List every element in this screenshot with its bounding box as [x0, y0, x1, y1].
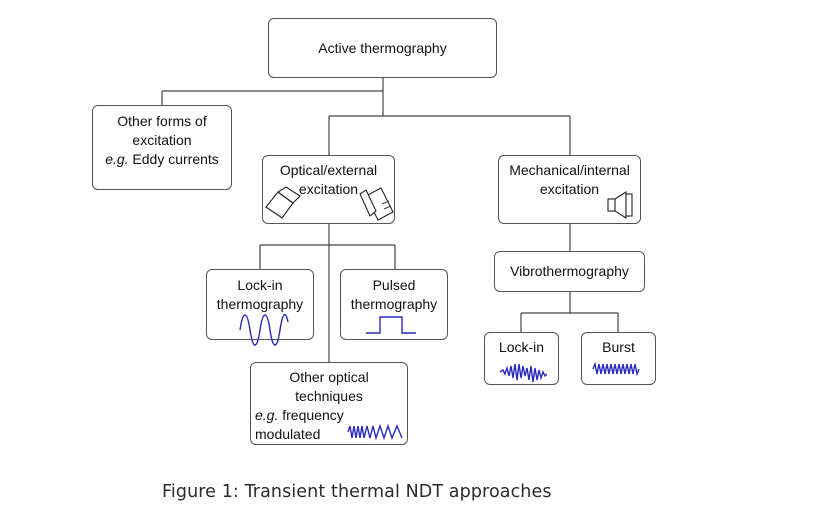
mechanical-line1: Mechanical/internal [509, 162, 630, 178]
vibrothermography-box: Vibrothermography [494, 251, 645, 292]
figure-caption: Figure 1: Transient thermal NDT approach… [162, 482, 552, 502]
lockin-thermography-box: Lock-in thermography [206, 269, 314, 340]
vibro-burst-box: Burst [581, 332, 656, 385]
mechanical-line2: excitation [539, 181, 600, 197]
pulsed-thermography-box: Pulsed thermography [340, 269, 448, 340]
other-optical-line2: techniques [295, 388, 363, 404]
other-optical-line4: modulated [255, 426, 321, 442]
optical-line2: excitation [298, 181, 359, 197]
mechanical-excitation-box: Mechanical/internal excitation [498, 155, 641, 224]
optical-excitation-box: Optical/external excitation [262, 155, 395, 224]
vibro-burst-label: Burst [602, 339, 635, 355]
active-thermography-label: Active thermography [318, 40, 447, 56]
other-forms-eg: e.g. [105, 151, 129, 167]
other-optical-box: Other optical techniques e.g. frequency … [250, 362, 408, 445]
vibrothermography-label: Vibrothermography [510, 263, 629, 279]
vibro-lockin-label: Lock-in [498, 339, 545, 355]
other-forms-box: Other forms of excitation e.g. Eddy curr… [92, 105, 232, 190]
other-forms-line1: Other forms of [117, 113, 207, 129]
lockin-thermo-line1: Lock-in [237, 277, 283, 293]
pulsed-thermo-line2: thermography [350, 296, 438, 312]
other-forms-line2: excitation [132, 132, 192, 148]
vibro-lockin-box: Lock-in [484, 332, 559, 385]
optical-line1: Optical/external [279, 162, 378, 178]
active-thermography-box: Active thermography [268, 18, 497, 78]
other-optical-line1: Other optical [289, 369, 369, 385]
pulsed-thermo-line1: Pulsed [372, 277, 416, 293]
other-forms-line3: Eddy currents [128, 151, 219, 167]
lockin-thermo-line2: thermography [216, 296, 304, 312]
other-optical-eg: e.g. [255, 407, 279, 423]
other-optical-line3: frequency [278, 407, 344, 423]
